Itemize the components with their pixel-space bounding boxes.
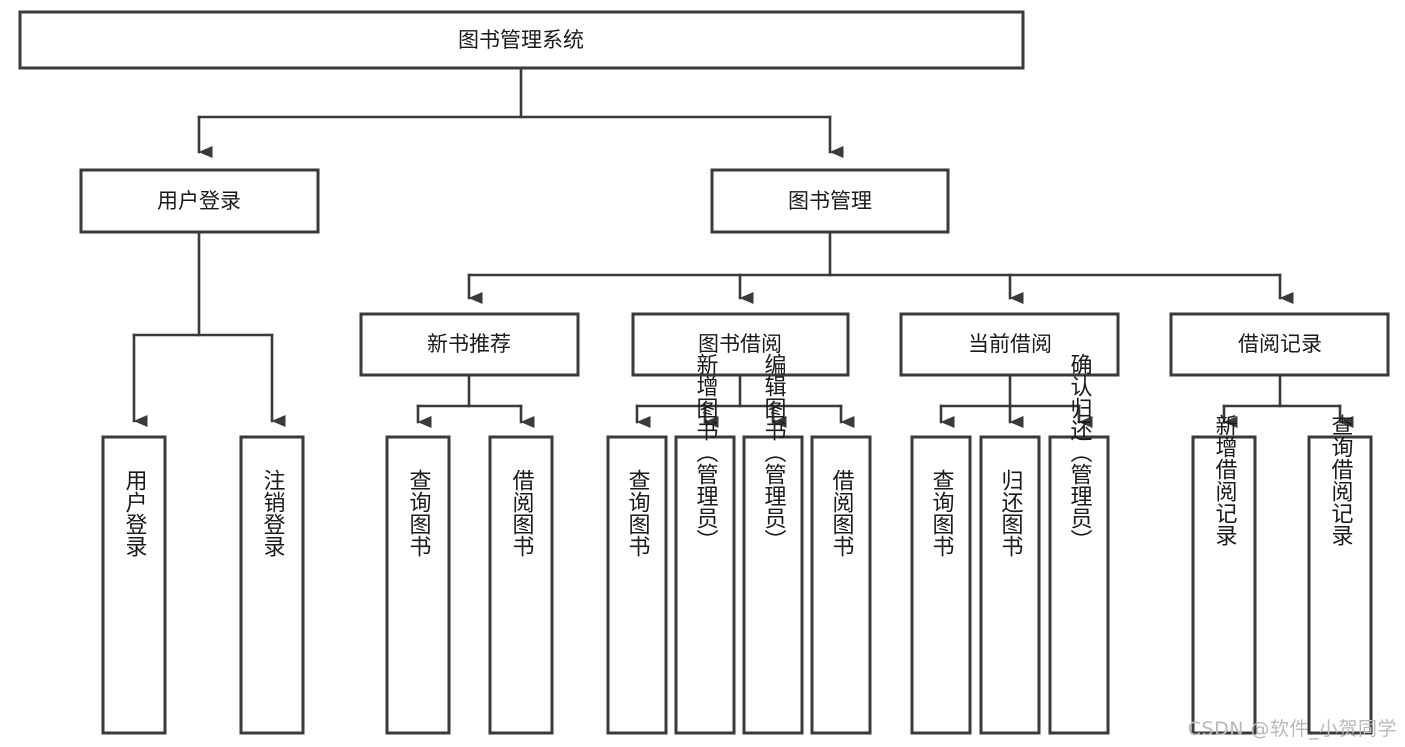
leaf-current-borrow-3[interactable]: 确认归还（管理员） xyxy=(1048,353,1110,735)
connector-layer xyxy=(132,66,1354,428)
node-root[interactable]: 图书管理系统 xyxy=(18,10,1025,70)
node-new-book-recommend[interactable]: 新书推荐 xyxy=(359,312,580,377)
node-book-manage[interactable]: 图书管理 xyxy=(710,168,950,234)
leaf-user-login-1[interactable]: 用户登录 xyxy=(101,435,167,735)
leaf-new-book-2[interactable]: 借阅图书 xyxy=(488,435,554,735)
leaf-user-login-1-label: 用户登录 xyxy=(122,469,148,557)
leaf-book-borrow-4-label: 借阅图书 xyxy=(829,469,855,557)
node-user-login[interactable]: 用户登录 xyxy=(79,168,320,234)
leaf-new-book-1-label: 查询图书 xyxy=(406,469,432,557)
leaf-new-book-2-label: 借阅图书 xyxy=(509,469,535,557)
leaf-book-borrow-1[interactable]: 查询图书 xyxy=(606,435,668,735)
leaf-book-borrow-1-label: 查询图书 xyxy=(625,469,651,557)
node-user-login-label: 用户登录 xyxy=(157,189,241,213)
leaf-book-borrow-3[interactable]: 编辑图书（管理员） xyxy=(742,353,804,735)
node-root-label: 图书管理系统 xyxy=(458,28,584,52)
node-current-borrow[interactable]: 当前借阅 xyxy=(899,312,1120,377)
leaf-borrow-record-1[interactable]: 新增借阅记录 xyxy=(1191,414,1257,735)
leaf-user-login-2[interactable]: 注销登录 xyxy=(239,435,305,735)
node-borrow-record-label: 借阅记录 xyxy=(1238,332,1322,356)
leaf-current-borrow-2[interactable]: 归还图书 xyxy=(979,435,1041,735)
leaf-current-borrow-2-label: 归还图书 xyxy=(998,469,1024,557)
node-book-borrow[interactable]: 图书借阅 xyxy=(631,312,850,377)
leaf-user-login-2-label: 注销登录 xyxy=(260,469,286,557)
node-book-borrow-label: 图书借阅 xyxy=(698,332,782,356)
node-current-borrow-label: 当前借阅 xyxy=(968,332,1052,356)
leaf-current-borrow-1[interactable]: 查询图书 xyxy=(910,435,972,735)
leaf-book-borrow-2[interactable]: 新增图书（管理员） xyxy=(674,353,736,735)
leaf-book-borrow-4[interactable]: 借阅图书 xyxy=(810,435,872,735)
leaf-current-borrow-1-label: 查询图书 xyxy=(929,469,955,557)
node-book-manage-label: 图书管理 xyxy=(788,189,872,213)
csdn-watermark: CSDN @软件_小贺同学 xyxy=(1187,718,1397,740)
leaf-borrow-record-2-label: 查询借阅记录 xyxy=(1328,414,1354,546)
leaf-book-borrow-2-label: 新增图书（管理员） xyxy=(693,353,719,551)
leaf-new-book-1[interactable]: 查询图书 xyxy=(385,435,451,735)
node-borrow-record[interactable]: 借阅记录 xyxy=(1169,312,1390,377)
leaf-current-borrow-3-label: 确认归还（管理员） xyxy=(1067,353,1093,551)
node-new-book-recommend-label: 新书推荐 xyxy=(427,332,511,356)
leaf-book-borrow-3-label: 编辑图书（管理员） xyxy=(761,353,787,551)
leaf-borrow-record-1-label: 新增借阅记录 xyxy=(1212,414,1238,546)
leaf-borrow-record-2[interactable]: 查询借阅记录 xyxy=(1307,414,1373,735)
